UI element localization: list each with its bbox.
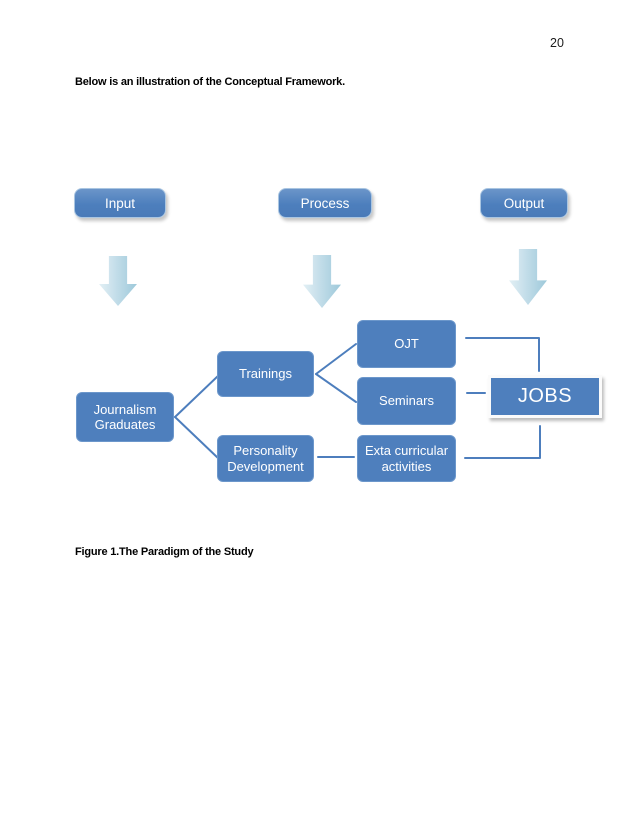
node-seminars-label: Seminars [379, 393, 434, 409]
connector-elbow [464, 425, 541, 459]
node-personality-development-label: Personality Development [227, 443, 304, 474]
down-arrow-icon [303, 255, 341, 308]
output-box: Output [480, 188, 568, 218]
node-extracurricular-activities: Exta curricular activities [357, 435, 456, 482]
node-extracurricular-activities-label: Exta curricular activities [364, 443, 449, 474]
connector-elbow [465, 337, 540, 372]
node-seminars: Seminars [357, 377, 456, 425]
connector-line [315, 373, 357, 403]
node-trainings: Trainings [217, 351, 314, 397]
node-jobs: JOBS [488, 375, 602, 418]
node-personality-development: Personality Development [217, 435, 314, 482]
input-box: Input [74, 188, 166, 218]
page-number: 20 [550, 36, 564, 50]
node-jobs-label: JOBS [517, 385, 573, 407]
output-box-label: Output [503, 195, 545, 211]
figure-caption: Figure 1.The Paradigm of the Study [75, 546, 254, 558]
node-trainings-label: Trainings [239, 366, 292, 382]
node-journalism-graduates-label: Journalism Graduates [93, 401, 157, 433]
down-arrow-icon [509, 249, 547, 305]
connector-line [315, 343, 357, 375]
process-box: Process [278, 188, 372, 218]
intro-text: Below is an illustration of the Conceptu… [75, 76, 345, 88]
node-ojt-label: OJT [394, 336, 419, 352]
connector-line [174, 374, 220, 418]
node-journalism-graduates: Journalism Graduates [76, 392, 174, 442]
process-box-label: Process [300, 195, 350, 211]
connector-line [174, 416, 220, 460]
node-ojt: OJT [357, 320, 456, 368]
down-arrow-icon [99, 256, 137, 306]
input-box-label: Input [104, 195, 136, 211]
